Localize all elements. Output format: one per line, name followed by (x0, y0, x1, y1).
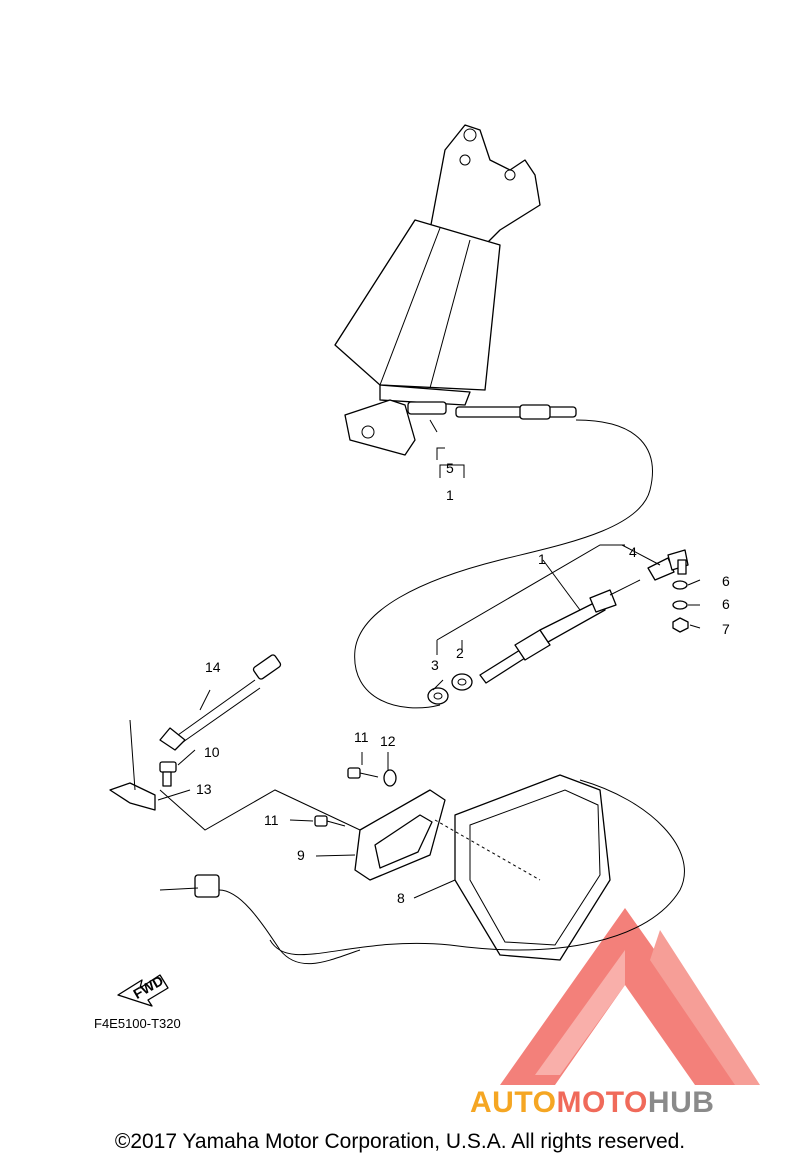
callout-6a: 6 (722, 573, 730, 589)
gasket-plate (354, 789, 446, 881)
callout-8: 8 (397, 890, 405, 906)
leader-lines (157, 419, 701, 899)
callout-13: 13 (196, 781, 212, 797)
harness-boundary (129, 719, 685, 956)
callout-14: 14 (205, 659, 221, 675)
callout-10: 10 (204, 744, 220, 760)
washers-and-nut (672, 580, 689, 633)
callout-3: 3 (431, 657, 439, 673)
bolt-and-bracket (109, 761, 177, 811)
callout-11b: 11 (264, 812, 279, 828)
callout-5: 5 (446, 460, 454, 476)
watermark-hub: HUB (647, 1086, 715, 1119)
callout-4: 4 (629, 544, 637, 560)
copyright-notice: ©2017 Yamaha Motor Corporation, U.S.A. A… (114, 1130, 686, 1153)
callout-1-top: 1 (446, 487, 454, 503)
callout-1-mid: 1 (538, 551, 546, 567)
sensor-lead (159, 654, 282, 751)
callout-2: 2 (456, 645, 464, 661)
drawing-code: F4E5100-T320 (94, 1016, 181, 1031)
watermark-text: AUTOMOTOHUB (470, 1086, 714, 1120)
cable-line-upper (354, 419, 653, 709)
electrical-box-cover (434, 774, 611, 961)
upper-cable-end (407, 401, 577, 420)
steering-column-assembly (334, 124, 541, 456)
callout-11a: 11 (354, 729, 369, 745)
fwd-arrow-icon: FWD (117, 972, 169, 1007)
automotohub-logo (500, 908, 760, 1085)
watermark-moto: MOTO (556, 1086, 648, 1119)
callout-7: 7 (722, 621, 730, 637)
callout-9: 9 (297, 847, 305, 863)
callout-labels: 5 1 4 1 6 6 7 3 2 14 10 13 11 12 11 9 8 (196, 460, 730, 906)
watermark-auto: AUTO (470, 1086, 557, 1119)
callout-12: 12 (380, 733, 396, 749)
wire-harness (159, 874, 361, 965)
steering-cable-assembly (479, 549, 689, 684)
callout-6b: 6 (722, 596, 730, 612)
nut-and-washer (427, 673, 473, 705)
bolts-and-washer (314, 767, 397, 827)
